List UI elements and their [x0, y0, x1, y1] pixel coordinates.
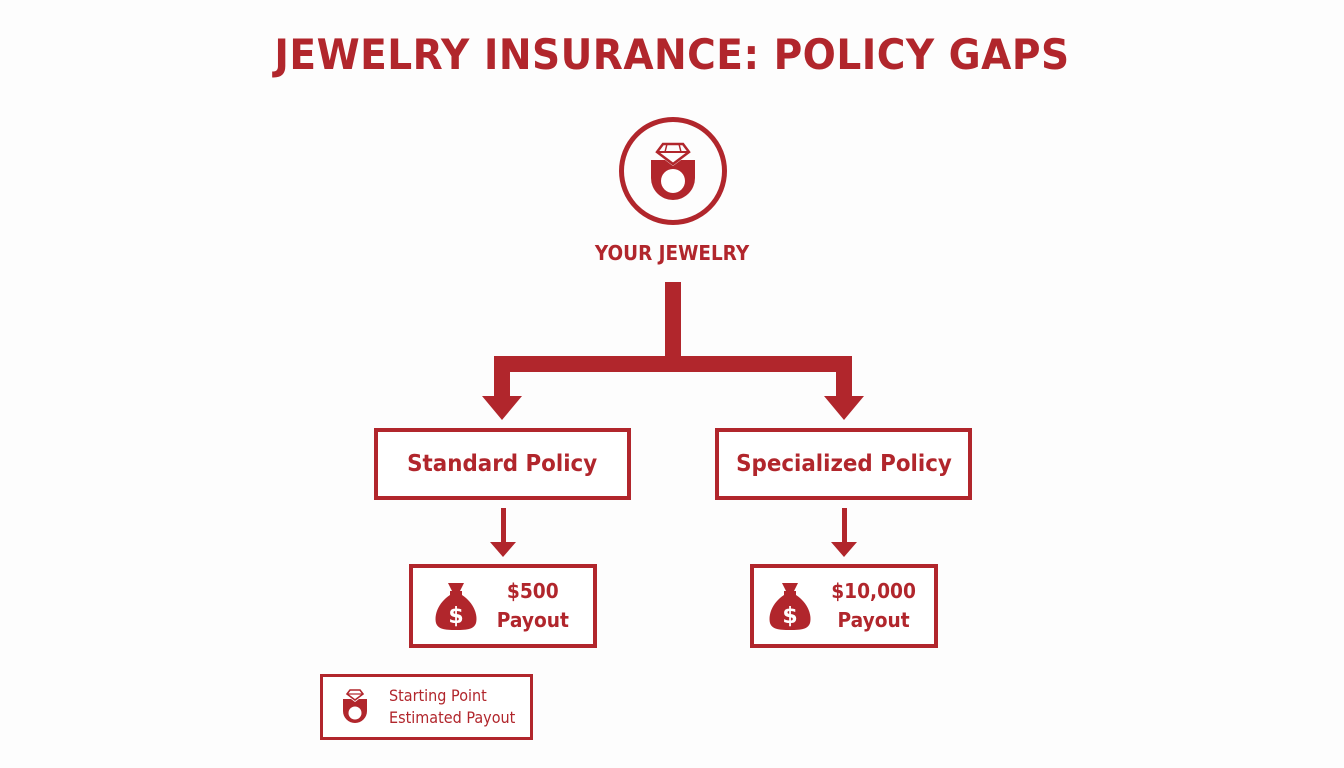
payout-amount: $10,000 [831, 579, 917, 603]
root-label: YOUR JEWELRY [594, 241, 750, 265]
legend-line-estimated-payout: Estimated Payout [389, 708, 516, 727]
payout-text: $500 Payout [497, 577, 569, 635]
money-bag-icon: $ [435, 583, 477, 630]
money-bag-icon: $ [769, 583, 811, 630]
policy-label: Specialized Policy [735, 451, 952, 477]
payout-label: Payout [837, 608, 911, 632]
standard-policy-box: Standard Policy [374, 428, 631, 500]
root-node-circle [619, 117, 727, 225]
arrow-down-icon [831, 542, 857, 557]
connector-left-drop [494, 356, 510, 398]
arrow-down-icon [490, 542, 516, 557]
svg-text:$: $ [449, 604, 464, 629]
diamond-ring-icon [651, 142, 695, 200]
standard-payout-box: $ $500 Payout [409, 564, 597, 648]
diamond-ring-icon [343, 689, 367, 723]
payout-label: Payout [496, 608, 570, 632]
policy-label: Standard Policy [407, 451, 598, 477]
page-title: JEWELRY INSURANCE: POLICY GAPS [274, 30, 1070, 79]
legend-line-starting-point: Starting Point [389, 686, 487, 705]
legend: Starting Point Estimated Payout [320, 674, 533, 740]
svg-text:$: $ [783, 604, 798, 629]
arrow-down-icon [824, 396, 864, 420]
connector-horizontal [494, 356, 852, 372]
payout-amount: $500 [507, 579, 559, 603]
connector-trunk [665, 282, 681, 358]
payout-text: $10,000 Payout [832, 577, 917, 635]
connector-right-drop [836, 356, 852, 398]
legend-text: Starting Point Estimated Payout [389, 685, 515, 729]
specialized-payout-box: $ $10,000 Payout [750, 564, 938, 648]
arrow-down-icon [482, 396, 522, 420]
specialized-policy-box: Specialized Policy [715, 428, 972, 500]
connector-standard-payout [501, 508, 506, 544]
connector-specialized-payout [842, 508, 847, 544]
